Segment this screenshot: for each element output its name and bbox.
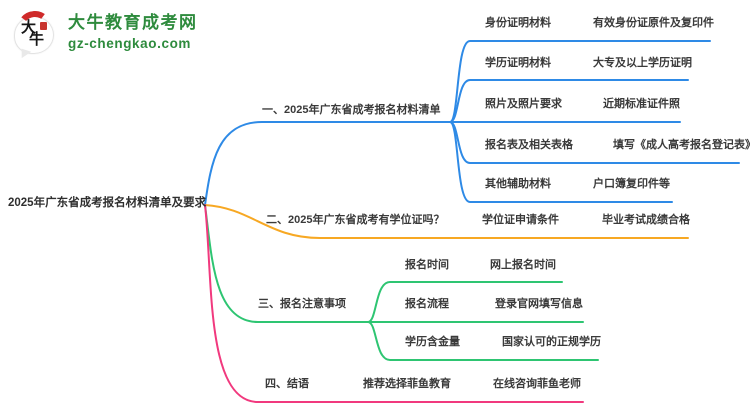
root-node: 2025年广东省成考报名材料清单及要求	[8, 197, 207, 209]
branch4-child1-node: 推荐选择菲鱼教育	[363, 378, 451, 390]
logo-seal	[40, 22, 47, 30]
branch2-main-line	[204, 204, 689, 239]
branch3-child3-line	[367, 321, 599, 361]
branch1-child1-leaf: 有效身份证原件及复印件	[593, 17, 714, 29]
branch1-child2-line	[449, 79, 689, 123]
site-logo: 大 牛 大牛教育成考网 gz-chengkao.com	[12, 8, 198, 61]
branch1-child3-node: 照片及照片要求	[485, 98, 562, 110]
branch1-child5-leaf: 户口簿复印件等	[593, 178, 670, 190]
branch3-child2-leaf: 登录官网填写信息	[495, 298, 583, 310]
branch1-child2-node: 学历证明材料	[485, 57, 551, 69]
branch1-child4-leaf: 填写《成人高考报名登记表》	[613, 139, 750, 151]
branch3-child1-node: 报名时间	[405, 259, 449, 271]
site-url: gz-chengkao.com	[68, 36, 192, 51]
branch1-child3-leaf: 近期标准证件照	[603, 98, 680, 110]
branch2-child1-node: 学位证申请条件	[482, 214, 559, 226]
branch1-child5-line	[449, 121, 673, 203]
branch2-child1-leaf: 毕业考试成绩合格	[602, 214, 690, 226]
logo-char-2: 牛	[29, 32, 45, 48]
branch1-child4-node: 报名表及相关表格	[485, 139, 573, 151]
branch2-node: 二、2025年广东省成考有学位证吗？	[266, 214, 445, 226]
branch4-child1-leaf: 在线咨询菲鱼老师	[493, 378, 581, 390]
branch1-child2-leaf: 大专及以上学历证明	[593, 57, 692, 69]
branch1-main-line	[204, 121, 451, 206]
logo-char-1: 大	[21, 20, 37, 36]
branch1-node: 一、2025年广东省成考报名材料清单	[262, 104, 441, 116]
branch1-child1-node: 身份证明材料	[485, 17, 551, 29]
branch1-child5-node: 其他辅助材料	[485, 178, 551, 190]
branch4-node: 四、结语	[265, 378, 309, 390]
branch3-child1-line	[367, 281, 563, 323]
site-name: 大牛教育成考网	[68, 13, 198, 32]
branch3-child3-node: 学历含金量	[405, 336, 460, 348]
branch3-child3-leaf: 国家认可的正规学历	[502, 336, 601, 348]
branch4-main-line	[204, 204, 584, 403]
branch3-node: 三、报名注意事项	[258, 298, 346, 310]
branch3-child1-leaf: 网上报名时间	[490, 259, 556, 271]
branch3-child2-node: 报名流程	[405, 298, 449, 310]
logo-bull-icon: 大 牛	[12, 8, 58, 61]
